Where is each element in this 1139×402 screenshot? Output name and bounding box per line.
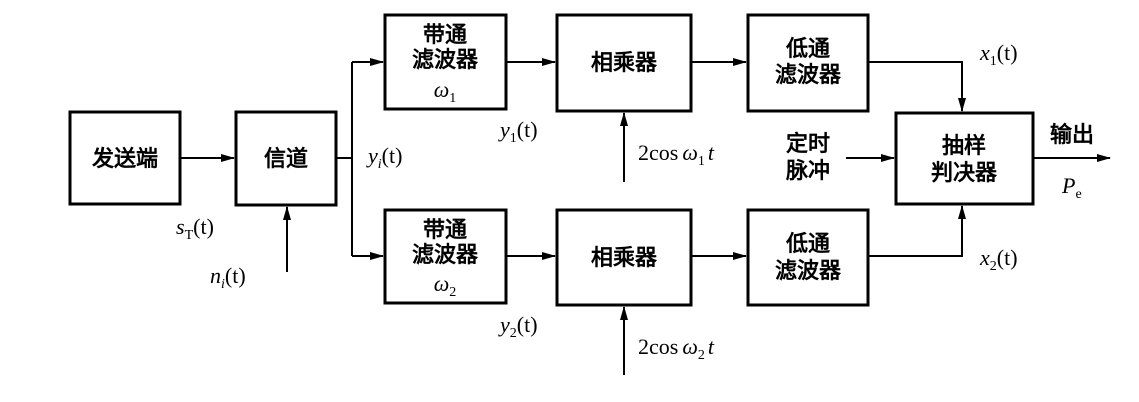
y2-signal-label: y2(t): [498, 312, 538, 341]
lowpass-filter-2: 低通 滤波器: [746, 208, 870, 307]
lpf1-label-line2: 滤波器: [775, 63, 842, 88]
x1-signal-label: x1(t): [979, 40, 1018, 69]
bandpass-filter-2: 带通 滤波器 ω2: [383, 208, 508, 305]
bpf1-frequency: ω1: [434, 77, 457, 106]
bpf1-label-line1: 带通: [423, 23, 467, 48]
channel-label: 信道: [264, 146, 308, 172]
multiplier-1: 相乘器: [555, 13, 693, 113]
channel-block: 信道: [234, 110, 338, 207]
timing-pulse-label-line2: 脉冲: [785, 159, 830, 184]
wire-lpf2-decision: [868, 205, 966, 257]
lpf2-label-line2: 滤波器: [775, 259, 842, 284]
mult1-label: 相乘器: [591, 51, 658, 76]
bpf2-label-line1: 带通: [423, 218, 467, 243]
x2-signal-label: x2(t): [979, 245, 1018, 274]
decision-label-line2: 判决器: [931, 161, 998, 186]
lpf2-label-line1: 低通: [785, 232, 830, 257]
lowpass-filter-1: 低通 滤波器: [746, 13, 870, 113]
sampling-decision-block: 抽样 判决器: [894, 111, 1035, 206]
noise-signal-label: ni(t): [210, 263, 246, 292]
lpf1-label-line1: 低通: [785, 37, 830, 62]
transmitter-block: 发送端: [68, 110, 182, 206]
transmitter-label: 发送端: [91, 146, 158, 172]
bpf1-label-line2: 滤波器: [412, 48, 479, 73]
bpf2-frequency: ω2: [434, 271, 457, 300]
timing-pulse-label-line1: 定时: [786, 131, 830, 157]
multiplier-2: 相乘器: [555, 208, 693, 307]
decision-label-line1: 抽样: [942, 133, 986, 159]
mult2-label: 相乘器: [591, 246, 658, 271]
output-label: 输出: [1050, 122, 1094, 148]
bandpass-filter-1: 带通 滤波器 ω1: [383, 13, 508, 111]
error-probability-label: Pe: [1061, 173, 1082, 202]
bpf2-label-line2: 滤波器: [412, 243, 479, 268]
received-signal-label: yi(t): [366, 143, 402, 172]
y1-signal-label: y1(t): [498, 117, 538, 146]
transmit-signal-label: sT(t): [176, 214, 214, 243]
connectors: [180, 58, 1111, 375]
wire-lpf1-decision: [868, 61, 966, 112]
